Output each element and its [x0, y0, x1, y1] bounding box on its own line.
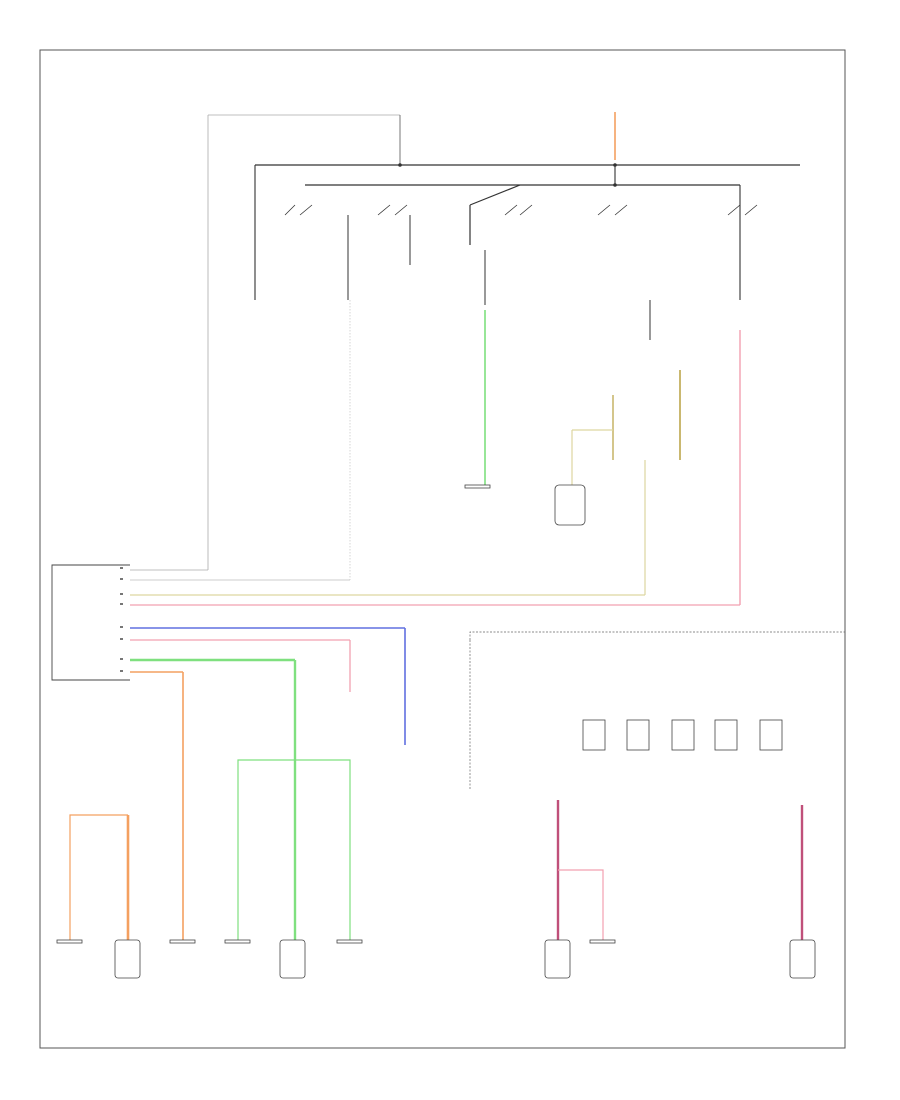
- body-control-module-block: [51, 564, 130, 681]
- upper-power-distribution: [207, 112, 800, 570]
- component-boxes: [56, 484, 816, 979]
- colored-wires: [69, 300, 804, 940]
- right-front-junction-block: [469, 631, 845, 790]
- diagram-border: [39, 49, 846, 1049]
